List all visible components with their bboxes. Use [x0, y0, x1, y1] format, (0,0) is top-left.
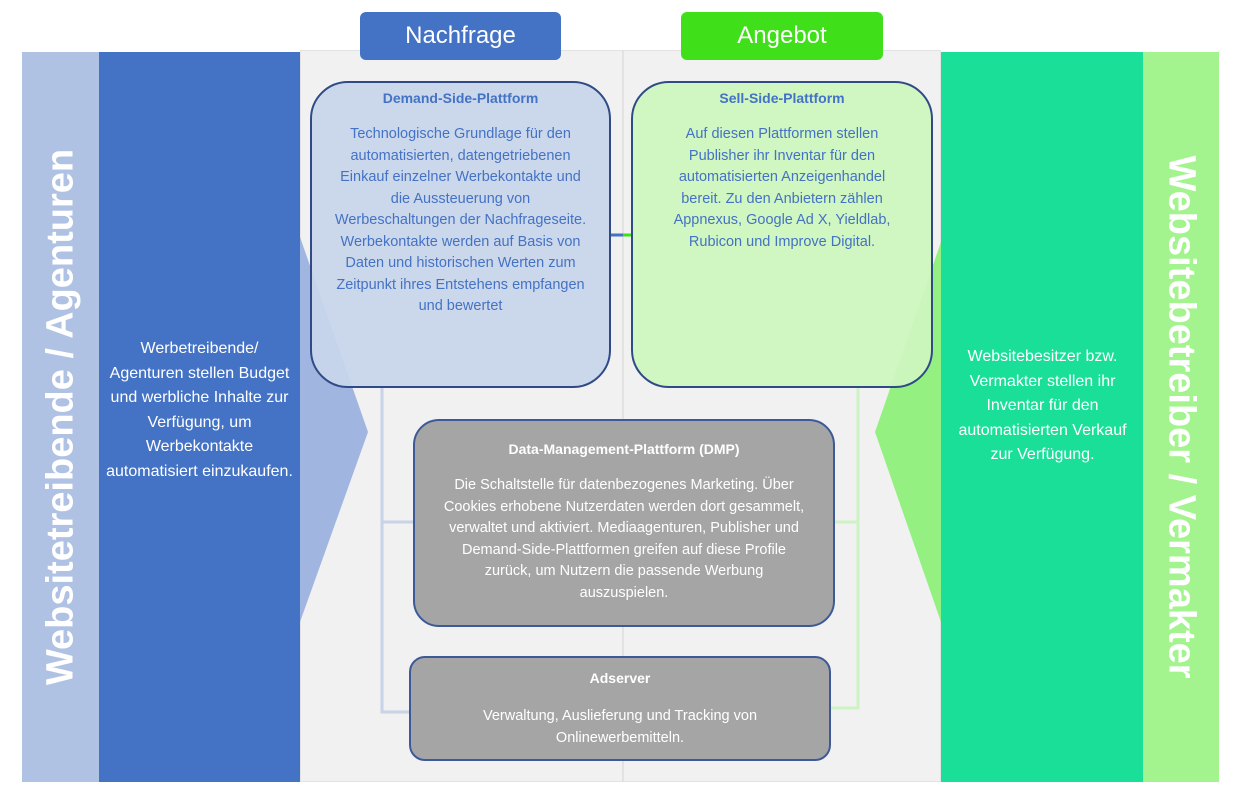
publisher-description: Websitebesitzer bzw. Vermakter stellen i…	[958, 348, 1127, 463]
dsp-title: Demand-Side-Plattform	[382, 90, 539, 106]
adserver-body: Verwaltung, Auslieferung und Tracking vo…	[482, 708, 758, 746]
adserver-title: Adserver	[589, 670, 651, 686]
advertiser-description: Werbetreibende/ Agenturen stellen Budget…	[106, 340, 293, 480]
ssp-body: Auf diesen Plattformen stellen Publisher…	[673, 126, 891, 250]
supply-header: Angebot	[681, 12, 883, 60]
dsp-body: Technologische Grundlage für den automat…	[334, 126, 587, 314]
demand-side-vertical-label: Websitetreibende / Agenturen	[39, 148, 82, 686]
sell-side-platform-box: Sell-Side-Plattform Auf diesen Plattform…	[631, 81, 933, 388]
dmp-title: Data-Management-Plattform (DMP)	[508, 441, 740, 457]
supply-outer-band	[1143, 52, 1219, 782]
supply-inner-band	[941, 52, 1144, 782]
dmp-body: Die Schaltstelle für datenbezogenes Mark…	[443, 477, 805, 601]
demand-side-platform-box: Demand-Side-Plattform Technologische Gru…	[310, 81, 611, 388]
supply-side-vertical-label: Websitebetreiber / Vermakter	[1160, 155, 1203, 679]
demand-outer-band	[22, 52, 100, 782]
adserver-box: Adserver Verwaltung, Auslieferung und Tr…	[409, 656, 831, 761]
data-management-platform-box: Data-Management-Plattform (DMP) Die Scha…	[413, 419, 835, 627]
dsp-adserver-connector	[380, 388, 409, 714]
ssp-title: Sell-Side-Plattform	[719, 90, 845, 106]
ssp-adserver-connector	[831, 388, 860, 710]
demand-inner-band	[99, 52, 300, 782]
demand-header: Nachfrage	[360, 12, 561, 60]
